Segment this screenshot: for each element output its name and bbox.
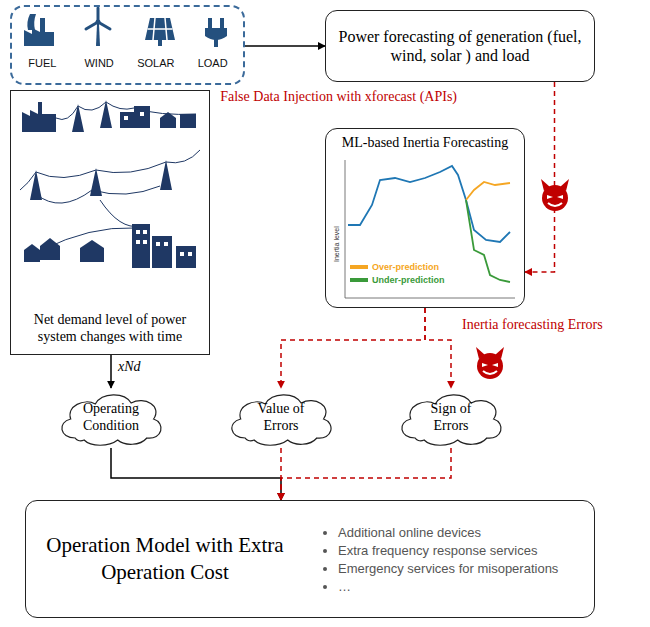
- connector: [281, 308, 425, 388]
- solar-icon: [145, 18, 175, 46]
- cloud-label: Operating Condition: [73, 401, 149, 435]
- attacker-icon: [541, 179, 569, 211]
- connector: [281, 448, 451, 500]
- error-cloud: Sign of Errors: [395, 388, 507, 448]
- condition-cloud: Operating Condition: [55, 388, 167, 448]
- edge-label: Inertia forecasting Errors: [462, 316, 617, 334]
- cloud-label: Value of Errors: [243, 401, 319, 435]
- connector: [110, 355, 112, 388]
- legend-text: Over-prediction: [372, 262, 439, 272]
- connector: [280, 448, 282, 500]
- box-label: Power forecasting of generation (fuel, w…: [336, 27, 584, 65]
- bullet-item: Additional online devices: [338, 525, 558, 540]
- connector: [111, 448, 281, 500]
- load-icon: [205, 18, 227, 47]
- source-label: FUEL: [14, 57, 71, 77]
- legend-swatch: [350, 265, 368, 269]
- bullet-item: …: [338, 579, 558, 594]
- legend-item: Under-prediction: [350, 275, 445, 285]
- connector: [425, 308, 451, 388]
- edge-label: xNd: [118, 358, 168, 376]
- connector: [245, 45, 325, 47]
- box-label: ML-based Inertia Forecasting: [342, 135, 508, 152]
- bullet-list: Additional online devicesExtra frequency…: [320, 522, 558, 597]
- legend-item: Over-prediction: [350, 262, 445, 272]
- process-box: Power forecasting of generation (fuel, w…: [325, 10, 595, 82]
- building-windows: [136, 230, 192, 256]
- axis-label: Inertia level: [333, 226, 340, 262]
- bullet-item: Extra frequency response services: [338, 543, 558, 558]
- inertia-chart: [345, 160, 515, 298]
- legend-text: Under-prediction: [372, 275, 445, 285]
- chart-legend: Over-predictionUnder-prediction: [350, 262, 445, 288]
- legend-swatch: [350, 278, 368, 282]
- operation-box: Operation Model with Extra Operation Cos…: [25, 500, 595, 618]
- source-label: SOLAR: [128, 57, 185, 77]
- power-system-illustration: [22, 100, 196, 268]
- box-title: Operation Model with Extra Operation Cos…: [40, 532, 290, 587]
- box-label: Net demand level of power system changes…: [23, 312, 197, 346]
- cloud-label: Sign of Errors: [413, 401, 489, 435]
- attacker-icon: [476, 347, 504, 379]
- connector: [525, 82, 555, 272]
- error-cloud: Value of Errors: [225, 388, 337, 448]
- power-lines: [20, 102, 200, 250]
- source-label: LOAD: [184, 57, 241, 77]
- bullet-item: Emergency services for misoperations: [338, 561, 558, 576]
- generation-group: FUELWINDSOLARLOAD: [10, 5, 245, 85]
- fuel-icon: [24, 14, 54, 46]
- edge-label: False Data Injection with xforecast (API…: [212, 88, 457, 106]
- source-label: WIND: [71, 57, 128, 77]
- wind-icon: [86, 8, 110, 46]
- system-box: Net demand level of power system changes…: [10, 90, 210, 355]
